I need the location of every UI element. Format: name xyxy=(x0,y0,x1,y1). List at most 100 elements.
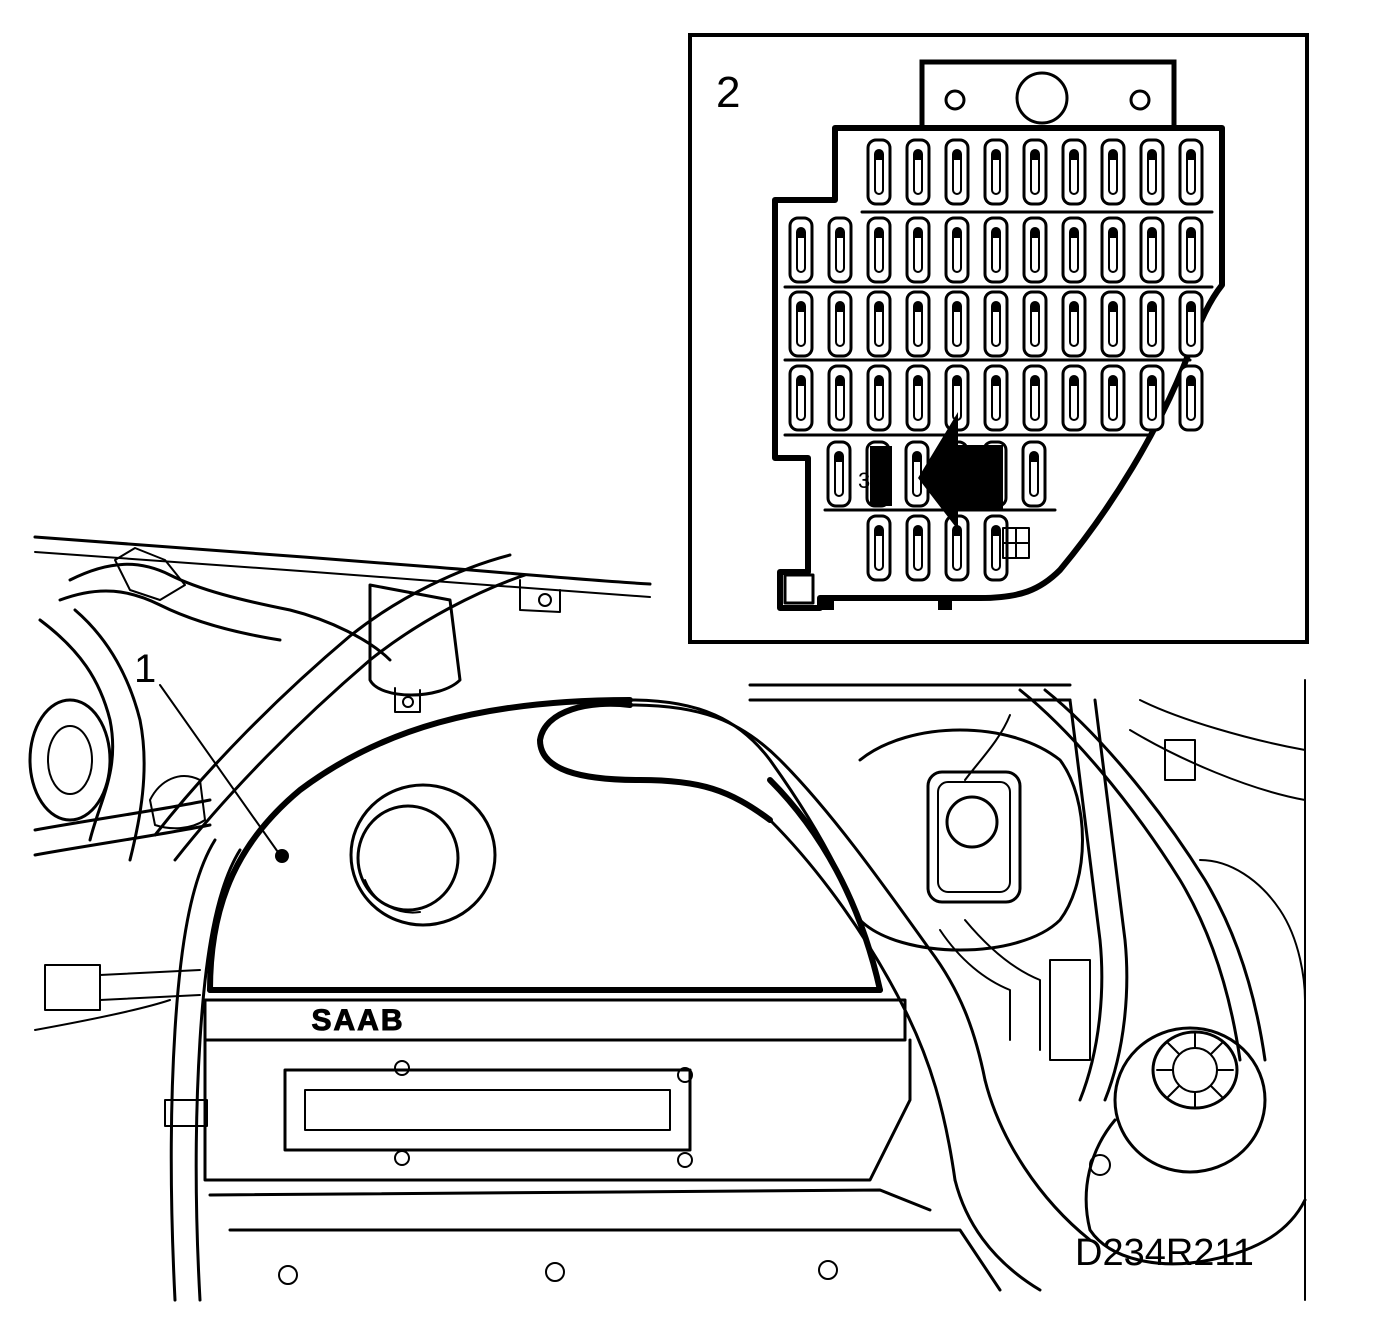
hose-sleeve xyxy=(149,775,206,830)
reservoir-wire xyxy=(964,714,1011,781)
intake-hose-end xyxy=(537,700,773,823)
fuse-slot-pin xyxy=(954,150,960,160)
center-pipe-a xyxy=(939,929,1011,1041)
fuse-slot xyxy=(788,216,814,284)
diagonal-hose-outer xyxy=(173,573,527,862)
valve-cover-slot-inner xyxy=(304,1089,671,1131)
fuse-slot-pin xyxy=(876,526,882,536)
cable-right-f xyxy=(1129,729,1306,801)
fuse-arrow xyxy=(918,412,1003,530)
fuse-slot xyxy=(1100,138,1126,206)
fuse-slot xyxy=(1139,364,1165,432)
fuse-slot xyxy=(826,440,852,508)
mount-hole-right xyxy=(1129,89,1151,111)
fuse-slot xyxy=(866,290,892,358)
bracket-bolt xyxy=(538,593,552,607)
manifold-lower xyxy=(228,1228,1002,1292)
saab-badge: SAAB xyxy=(311,1004,404,1037)
fuse-slot-pin xyxy=(915,302,921,312)
fuse-slot xyxy=(905,364,931,432)
bottom-tab-1 xyxy=(820,598,834,610)
mount-hole-center xyxy=(1015,71,1069,125)
fuse-slot-pin xyxy=(1071,302,1077,312)
fuse-slot xyxy=(983,514,1009,582)
fuse-slot xyxy=(983,216,1009,284)
left-hose-a xyxy=(68,562,392,662)
reservoir-cap xyxy=(945,795,999,849)
left-rail-c xyxy=(34,999,171,1031)
fuse-slot xyxy=(905,216,931,284)
fuse-slot-pin xyxy=(1071,228,1077,238)
right-bracket xyxy=(1049,959,1091,1061)
fuse-slot-pin xyxy=(1032,302,1038,312)
fuse-slot xyxy=(1178,138,1204,206)
reservoir-bolt xyxy=(402,696,414,708)
ps-hose xyxy=(1084,1118,1307,1266)
fuse-slot xyxy=(1022,216,1048,284)
left-hose-d xyxy=(73,608,146,862)
cover-bolt-3 xyxy=(394,1150,410,1166)
left-clamp xyxy=(44,964,101,1011)
fuse-grid xyxy=(788,138,1204,582)
engine-block xyxy=(203,1038,912,1182)
firewall-right xyxy=(748,683,1072,702)
manifold-hole-1 xyxy=(278,1265,298,1285)
cowl-inner xyxy=(34,551,651,598)
reservoir-top xyxy=(368,583,462,697)
left-connector xyxy=(114,547,186,601)
fuse-slot-pin xyxy=(1032,150,1038,160)
fuse-slot xyxy=(788,364,814,432)
vertical-pipe-left xyxy=(169,838,217,1302)
fuse-slot-pin xyxy=(954,376,960,386)
fuse-slot xyxy=(1021,440,1047,508)
fuse-slot-pin xyxy=(993,302,999,312)
fuse-slot xyxy=(944,290,970,358)
cover-gasket-highlight xyxy=(207,697,633,993)
fuse-slot xyxy=(1022,364,1048,432)
reservoir-body xyxy=(926,770,1022,904)
fuse-slot xyxy=(827,216,853,284)
intake-hose-lower-a xyxy=(953,1178,1042,1292)
pipe-clip xyxy=(164,1099,208,1127)
fuse-slot-pin xyxy=(1149,228,1155,238)
ps-reservoir-outer xyxy=(1113,1026,1267,1174)
fuse-slot xyxy=(1139,290,1165,358)
fuse-slot-pin xyxy=(837,302,843,312)
manifold-top xyxy=(208,1188,932,1212)
fuse-slot xyxy=(1100,364,1126,432)
fuse-slot-pin xyxy=(1071,150,1077,160)
left-cylinder-inner xyxy=(47,725,93,795)
fuse-slot xyxy=(1022,290,1048,358)
fuse-slot-pin xyxy=(1032,228,1038,238)
fuse-slot xyxy=(1139,138,1165,206)
callout-1-leader xyxy=(159,684,281,856)
reservoir-tab xyxy=(394,687,421,713)
fuse-slot-pin xyxy=(1149,150,1155,160)
vertical-pipe-right xyxy=(194,848,242,1302)
oil-cap-inner xyxy=(356,804,460,912)
fuse-slot-pin xyxy=(993,228,999,238)
ps-bolt xyxy=(1089,1154,1111,1176)
fuse-slot-pin xyxy=(837,376,843,386)
bottom-tab-2 xyxy=(938,598,952,610)
fuse-slot xyxy=(827,364,853,432)
fuse-slot-pin xyxy=(876,150,882,160)
reservoir-body-inner xyxy=(937,781,1011,893)
fuse-slot xyxy=(905,514,931,582)
cowl-outline xyxy=(33,535,652,586)
right-hose-g xyxy=(1199,859,1306,1001)
fuse-slot-pin xyxy=(993,376,999,386)
fuse-slot-pin xyxy=(993,526,999,536)
callout-2-label: 2 xyxy=(716,68,740,117)
cable-right-e xyxy=(1139,699,1306,751)
fuse-slot-pin xyxy=(915,150,921,160)
manifold-hole-2 xyxy=(545,1262,565,1282)
fuse-box-inset: 2 3 xyxy=(688,33,1309,644)
fuse-slot xyxy=(866,138,892,206)
fuse-slot xyxy=(983,138,1009,206)
fuse-slot-pin xyxy=(915,228,921,238)
left-cylinder xyxy=(28,698,112,822)
fuse-slot-pin xyxy=(993,150,999,160)
fuse-slot-pin xyxy=(876,376,882,386)
